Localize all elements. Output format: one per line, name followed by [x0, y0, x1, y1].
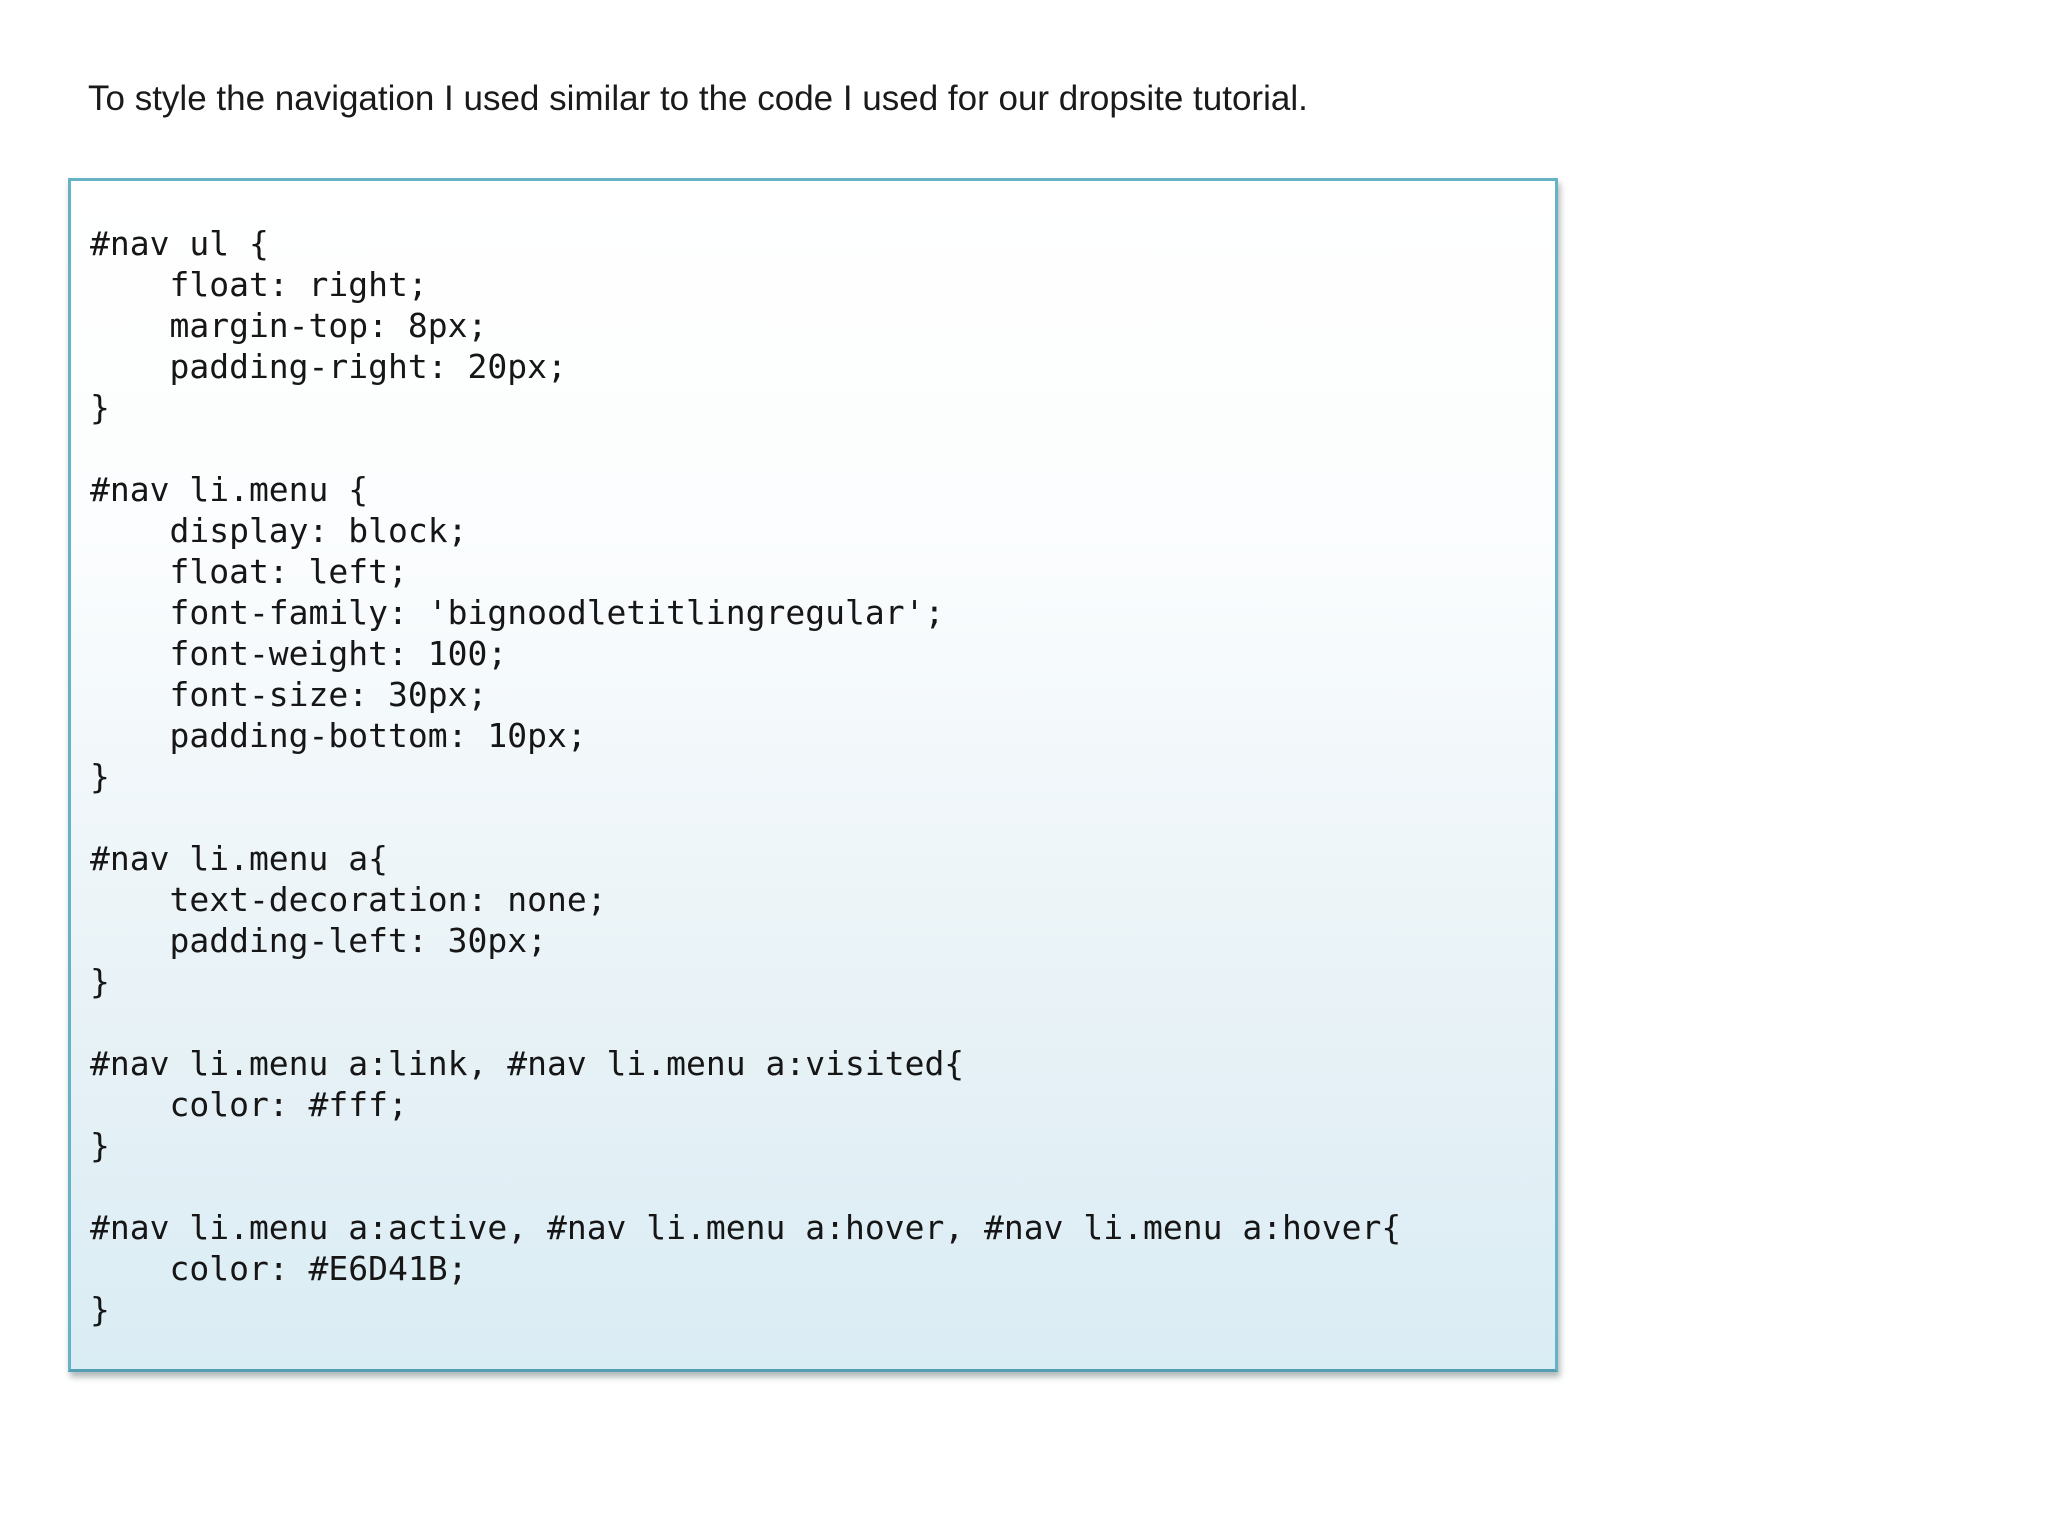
- css-code-block: #nav ul { float: right; margin-top: 8px;…: [90, 224, 1402, 1329]
- code-panel: #nav ul { float: right; margin-top: 8px;…: [68, 178, 1558, 1372]
- page-heading: To style the navigation I used similar t…: [88, 79, 1308, 118]
